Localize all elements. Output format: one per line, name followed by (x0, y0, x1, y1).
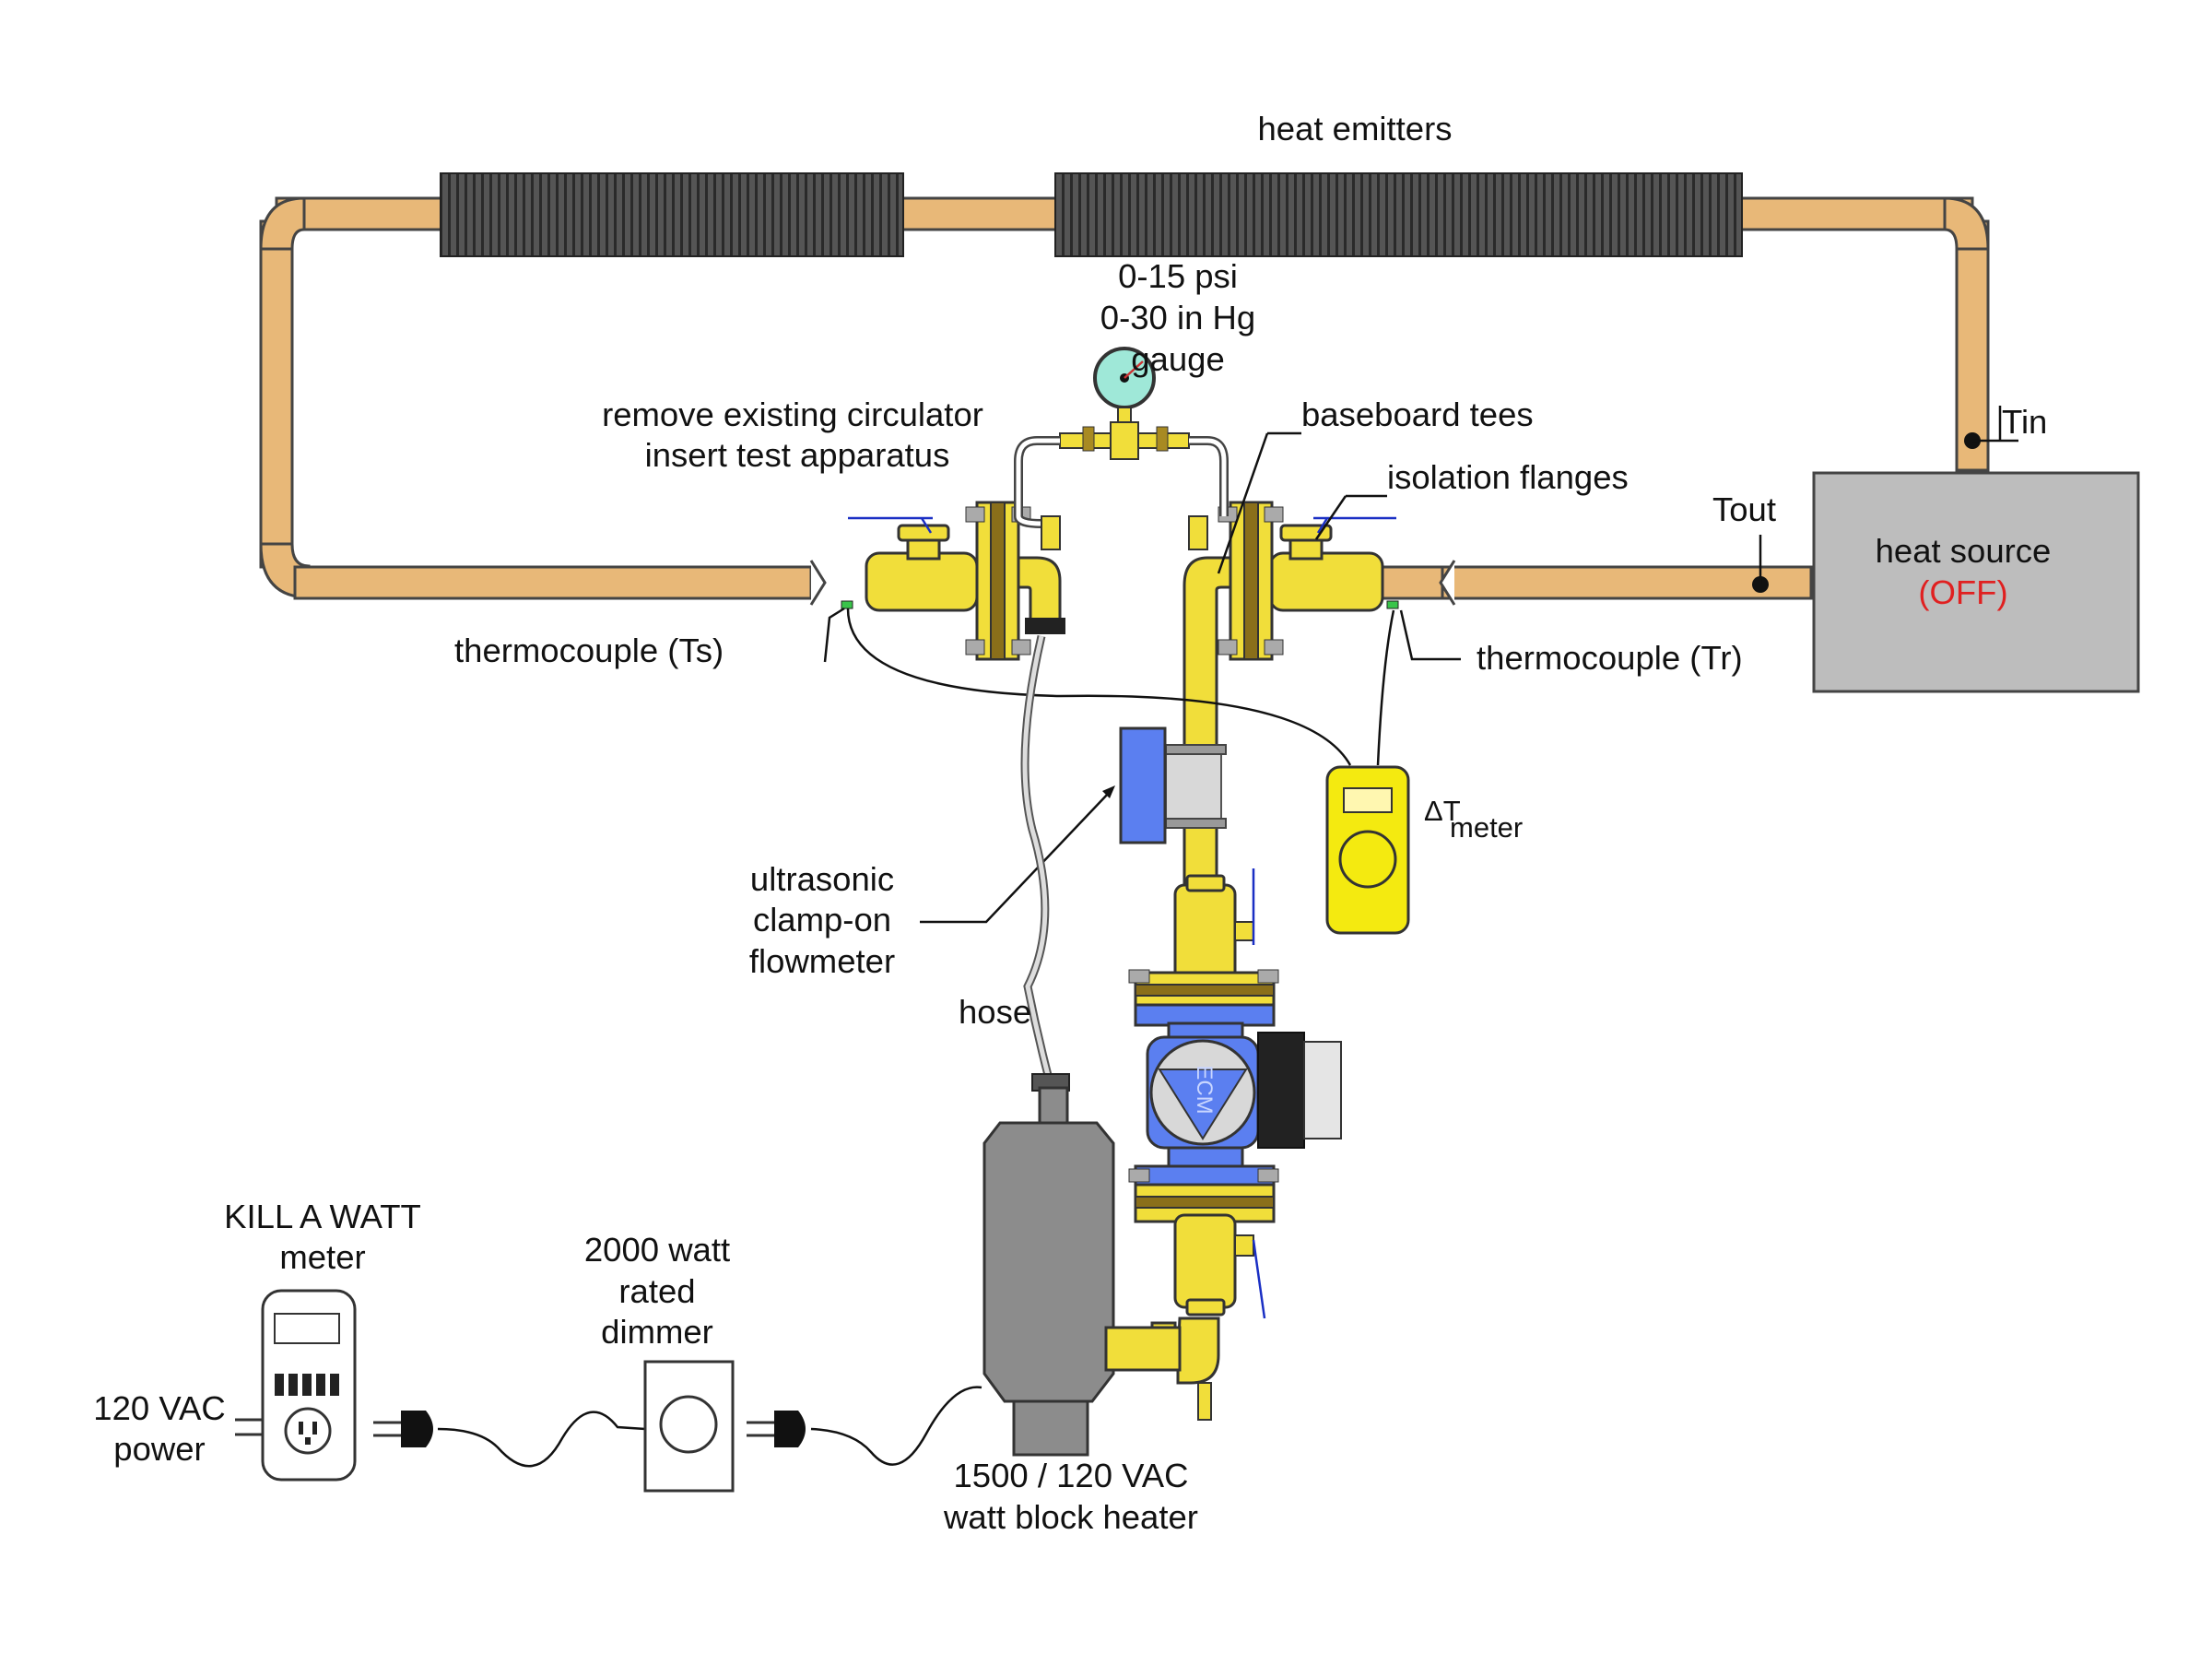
heat-source-label: heat source (1876, 532, 2052, 570)
thermocouple-ts-label: thermocouple (Ts) (454, 632, 724, 669)
insert-apparatus-label: insert test apparatus (645, 436, 950, 474)
isolation-flanges-label: isolation flanges (1387, 458, 1629, 496)
heat-emitter-right (1054, 172, 1743, 257)
dimmer (643, 1360, 735, 1493)
gauge-label-3: gauge (1131, 340, 1225, 378)
ecm-label: ECM (1192, 1065, 1217, 1114)
flowmeter-label-2: clamp-on (753, 901, 891, 939)
dimmer-label-3: dimmer (601, 1313, 713, 1351)
hose-label: hose (959, 993, 1031, 1031)
flowmeter-label-3: flowmeter (749, 942, 895, 980)
gauge-label-1: 0-15 psi (1118, 257, 1238, 295)
heat-emitter-left (440, 172, 904, 257)
gauge-label-2: 0-30 in Hg (1100, 299, 1255, 337)
heat-source-state: (OFF) (1918, 573, 2007, 611)
riser-pipe (1182, 556, 1232, 896)
heat-emitters-label: heat emitters (1258, 110, 1453, 148)
block-heater (982, 1073, 1182, 1457)
plug-1 (373, 1411, 433, 1447)
tout-label: Tout (1712, 490, 1776, 528)
dimmer-label-2: rated (618, 1272, 695, 1310)
heater-label-1: 1500 / 120 VAC (953, 1457, 1188, 1494)
delta-t-symbol: ΔT (1424, 795, 1461, 827)
thermocouple-ts-sensor (841, 600, 853, 609)
dimmer-label-1: 2000 watt (584, 1231, 730, 1269)
baseboard-tees-label: baseboard tees (1301, 396, 1534, 433)
kill-a-watt-meter (261, 1289, 357, 1482)
thermocouple-tr-sensor (1386, 600, 1399, 609)
heater-label-2: watt block heater (943, 1498, 1198, 1536)
thermocouple-tr-label: thermocouple (Tr) (1477, 639, 1743, 677)
isolation-flange-left (848, 501, 1065, 661)
kill-a-watt-label-1: KILL A WATT (224, 1198, 421, 1235)
plug-2 (747, 1411, 806, 1447)
heat-source: heat source (OFF) (1812, 471, 2140, 693)
isolation-flange-right (1218, 501, 1396, 661)
kill-a-watt-label-2: meter (279, 1238, 365, 1276)
flowmeter-label-1: ultrasonic (750, 860, 894, 898)
remove-circulator-label: remove existing circulator (602, 396, 983, 433)
delta-t-meter-label: meter (1450, 811, 1523, 844)
power-label-1: 120 VAC (93, 1389, 225, 1427)
tin-label: Tin (2002, 403, 2047, 441)
ultrasonic-flowmeter (1119, 726, 1227, 844)
power-label-2: power (113, 1430, 205, 1468)
pressure-gauge (1014, 347, 1229, 550)
delta-t-meter (1325, 765, 1410, 935)
